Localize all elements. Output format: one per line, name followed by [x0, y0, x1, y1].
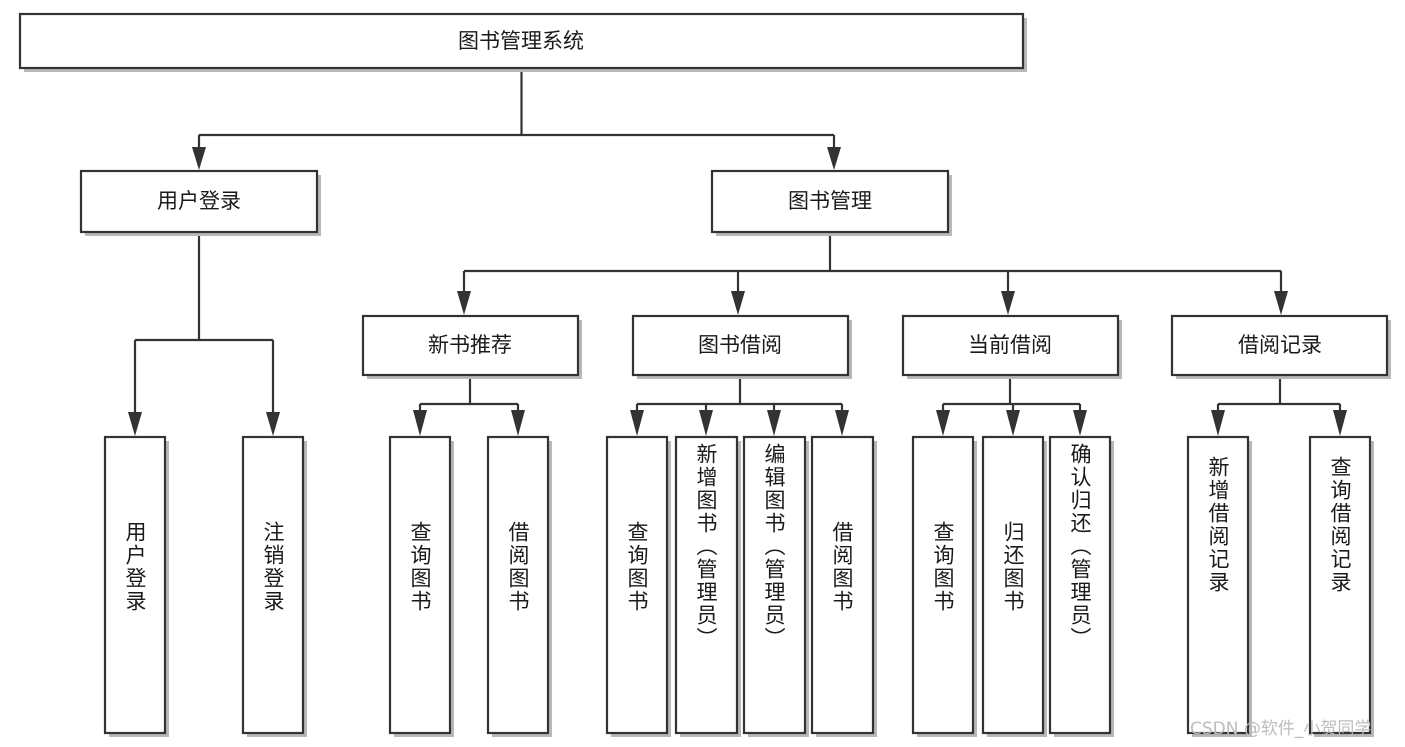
leaf-borrow-add-book-label: 新增图书（管理员）: [694, 443, 718, 650]
leaf-borrow-edit-book-label: 编辑图书（管理员）: [762, 443, 786, 650]
arrow-to-borrow: [731, 291, 745, 315]
leaf-current-confirm-label: 确认归还（管理员）: [1068, 443, 1092, 650]
leaf-newbook-borrow[interactable]: [486, 435, 552, 737]
leaf-user-login[interactable]: [103, 435, 169, 737]
leaf-borrow-query-box: [605, 435, 669, 735]
arrow-leaf-logout: [266, 412, 280, 436]
node-root-box: [18, 12, 1025, 70]
arrow-to-user-login: [192, 147, 206, 170]
leaf-borrow-query[interactable]: [605, 435, 671, 737]
arrow-leaf-current-confirm: [1073, 410, 1087, 436]
node-borrow-record-label: 借阅记录: [1238, 333, 1322, 357]
leaf-current-query-box: [911, 435, 975, 735]
leaf-record-add-box: [1186, 435, 1250, 735]
node-current-borrow-box: [901, 314, 1120, 377]
node-book-management-label: 图书管理: [788, 189, 872, 213]
leaf-borrow-query-label: 查询图书: [625, 521, 649, 613]
arrow-leaf-newbook-query: [413, 410, 427, 436]
leaf-record-query-label: 查询借阅记录: [1328, 456, 1352, 594]
leaf-borrow-add-book[interactable]: [674, 435, 741, 737]
leaf-logout-box: [241, 435, 305, 735]
node-book-management-box: [710, 169, 950, 234]
node-book-borrow[interactable]: 图书借阅: [631, 314, 852, 379]
arrow-leaf-record-add: [1211, 410, 1225, 436]
leaf-box-layer: [103, 435, 1374, 737]
arrow-leaf-borrow-add: [699, 410, 713, 436]
leaf-current-return-label: 归还图书: [1001, 521, 1025, 613]
leaf-record-query-box: [1308, 435, 1372, 735]
leaf-current-confirm-return[interactable]: [1048, 435, 1114, 737]
leaf-current-return[interactable]: [981, 435, 1047, 737]
leaf-record-add-label: 新增借阅记录: [1206, 456, 1230, 594]
leaf-current-query[interactable]: [911, 435, 977, 737]
arrow-to-book-mgmt: [827, 147, 841, 170]
arrow-leaf-borrow-lend: [835, 410, 849, 436]
leaf-borrow-lend-book-label: 借阅图书: [830, 521, 854, 613]
leaf-newbook-borrow-label: 借阅图书: [506, 521, 530, 613]
arrow-leaf-current-return: [1006, 410, 1020, 436]
arrow-to-current: [1001, 291, 1015, 315]
node-book-management[interactable]: 图书管理: [710, 169, 952, 236]
leaf-current-confirm-return-box: [1048, 435, 1112, 735]
node-new-book-recommend-box: [361, 314, 580, 377]
arrow-leaf-borrow-edit: [767, 410, 781, 436]
leaf-logout[interactable]: [241, 435, 307, 737]
leaf-newbook-query-box: [388, 435, 452, 735]
leaf-current-query-label: 查询图书: [931, 521, 955, 613]
leaf-record-add[interactable]: [1186, 435, 1252, 737]
arrow-leaf-borrow-query: [630, 410, 644, 436]
node-user-login[interactable]: 用户登录: [79, 169, 321, 236]
leaf-newbook-query-label: 查询图书: [408, 521, 432, 613]
leaf-borrow-lend-book-box: [810, 435, 875, 735]
node-root[interactable]: 图书管理系统: [18, 12, 1027, 72]
leaf-record-query[interactable]: [1308, 435, 1374, 737]
leaf-current-return-box: [981, 435, 1045, 735]
connector-layer: [128, 68, 1347, 436]
node-current-borrow-label: 当前借阅: [968, 333, 1052, 357]
arrow-leaf-newbook-borrow: [511, 410, 525, 436]
node-user-login-label: 用户登录: [157, 189, 241, 213]
node-borrow-record[interactable]: 借阅记录: [1170, 314, 1391, 379]
leaf-newbook-query[interactable]: [388, 435, 454, 737]
node-book-borrow-box: [631, 314, 850, 377]
arrow-leaf-current-query: [936, 410, 950, 436]
arrow-leaf-record-query: [1333, 410, 1347, 436]
arrow-leaf-user-login: [128, 412, 142, 436]
node-root-label: 图书管理系统: [458, 29, 584, 53]
arrow-to-newbook: [457, 291, 471, 315]
node-new-book-recommend-label: 新书推荐: [428, 333, 512, 357]
node-new-book-recommend[interactable]: 新书推荐: [361, 314, 582, 379]
node-user-login-box: [79, 169, 319, 234]
leaf-borrow-edit-book[interactable]: [742, 435, 809, 737]
leaf-user-login-label: 用户登录: [123, 521, 147, 613]
leaf-borrow-lend-book[interactable]: [810, 435, 877, 737]
leaf-logout-label: 注销登录: [261, 521, 285, 613]
leaf-newbook-borrow-box: [486, 435, 550, 735]
leaf-user-login-box: [103, 435, 167, 735]
leaf-borrow-edit-book-box: [742, 435, 807, 735]
watermark-text: CSDN @软件_小贺同学: [1190, 719, 1372, 739]
arrow-to-record: [1274, 291, 1288, 315]
node-book-borrow-label: 图书借阅: [698, 333, 782, 357]
node-current-borrow[interactable]: 当前借阅: [901, 314, 1122, 379]
leaf-borrow-add-book-box: [674, 435, 739, 735]
node-borrow-record-box: [1170, 314, 1389, 377]
